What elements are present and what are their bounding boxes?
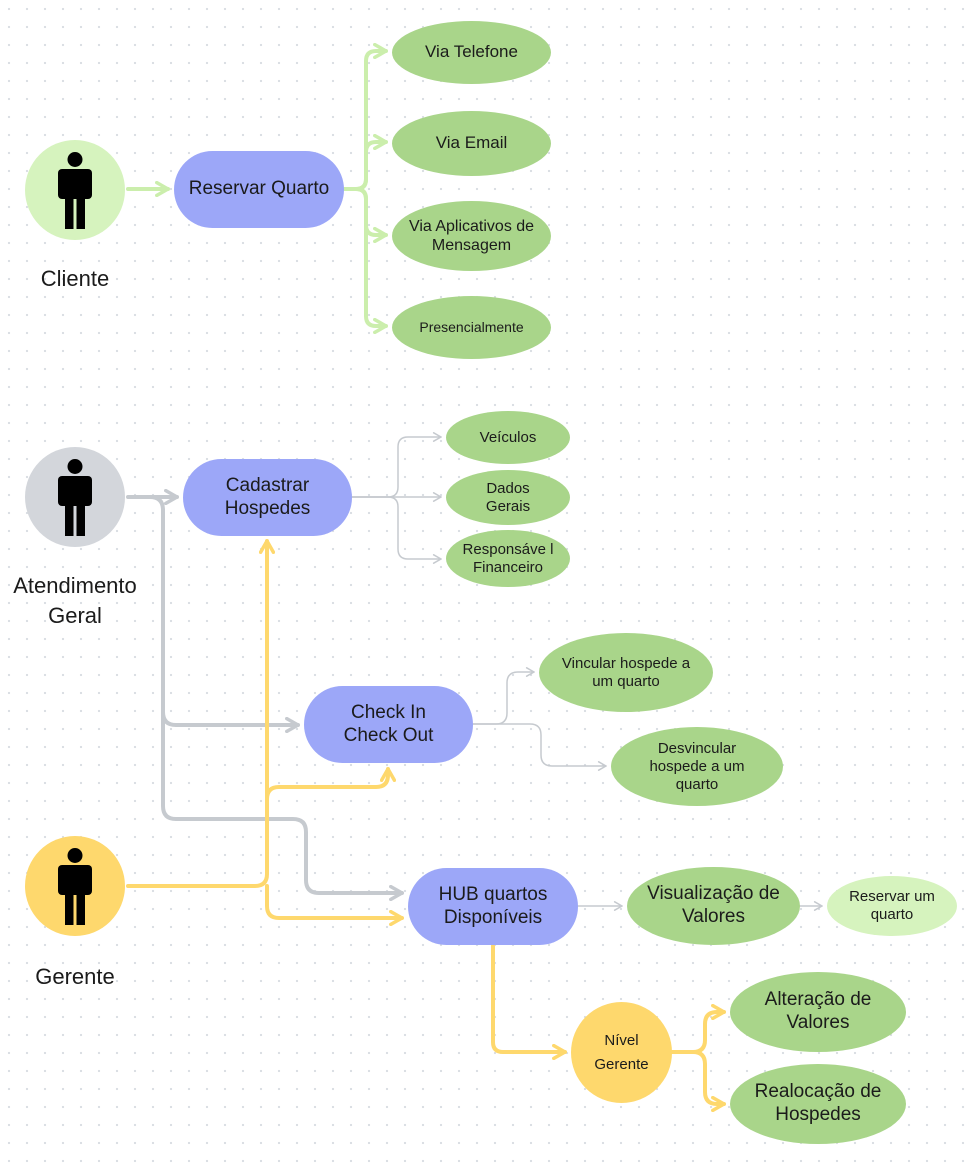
hub-quartos-node: HUB quartos Disponíveis: [408, 868, 578, 945]
checkin-to-vincular-arrow: [472, 667, 535, 725]
gerente-to-checkin-arrow: [265, 767, 388, 801]
client-connectors: [126, 51, 388, 326]
nivel-gerente-node: Nível Gerente: [571, 1002, 672, 1103]
veiculos-node: Veículos: [446, 411, 570, 464]
hub-to-nivel-arrow: [491, 944, 567, 1052]
via-aplicativos-node: Via Aplicativos de Mensagem: [392, 201, 551, 271]
atendimento-label: Atendimento Geral: [13, 573, 137, 628]
nivel-to-realocacao-arrow: [670, 1050, 726, 1104]
visualizacao-valores-node: Visualização de Valores: [627, 867, 800, 945]
person-icon: [58, 848, 92, 925]
via-email-node: Via Email: [392, 111, 551, 176]
atendimento-avatar: [25, 447, 125, 547]
vincular-hospede-node: Vincular hospede a um quarto: [539, 633, 713, 712]
person-icon: [58, 152, 92, 229]
responsavel-financeiro-node: Responsáve l Financeiro: [446, 530, 570, 587]
reservar-quarto-node: Reservar Quarto: [174, 151, 344, 228]
cliente-avatar: [25, 140, 125, 240]
dados-gerais-node: Dados Gerais: [446, 470, 570, 525]
reservar-to-email-arrow: [342, 142, 388, 191]
checkin-to-desvincular-arrow: [472, 723, 607, 771]
desvincular-hospede-node: Desvincular hospede a um quarto: [611, 727, 783, 806]
reservar-to-presencial-arrow: [342, 187, 388, 326]
manager-connectors: [126, 539, 726, 1104]
cadastrar-to-veiculos-arrow: [351, 432, 442, 498]
presencialmente-node: Presencialmente: [392, 296, 551, 359]
check-in-out-node: Check In Check Out: [304, 686, 473, 763]
atendimento-to-hub-arrow: [161, 698, 404, 893]
gerente-to-hub-arrow: [265, 884, 404, 918]
reservar-um-quarto-node: Reservar um quarto: [827, 876, 957, 936]
realocacao-hospedes-node: Realocação de Hospedes: [730, 1064, 906, 1144]
alteracao-valores-node: Alteração de Valores: [730, 972, 906, 1052]
gerente-label: Gerente: [35, 964, 115, 989]
via-telefone-node: Via Telefone: [392, 21, 551, 84]
staff-connectors: [126, 497, 404, 893]
person-icon: [58, 459, 92, 536]
gerente-to-cadastrar-arrow: [126, 539, 267, 888]
gerente-avatar: [25, 836, 125, 936]
cadastrar-to-responsavel-arrow: [351, 496, 442, 564]
thin-connectors: [351, 432, 823, 911]
nivel-to-alteracao-arrow: [670, 1012, 726, 1054]
cliente-label: Cliente: [40, 266, 110, 291]
cadastrar-hospedes-node: Cadastrar Hospedes: [183, 459, 352, 536]
